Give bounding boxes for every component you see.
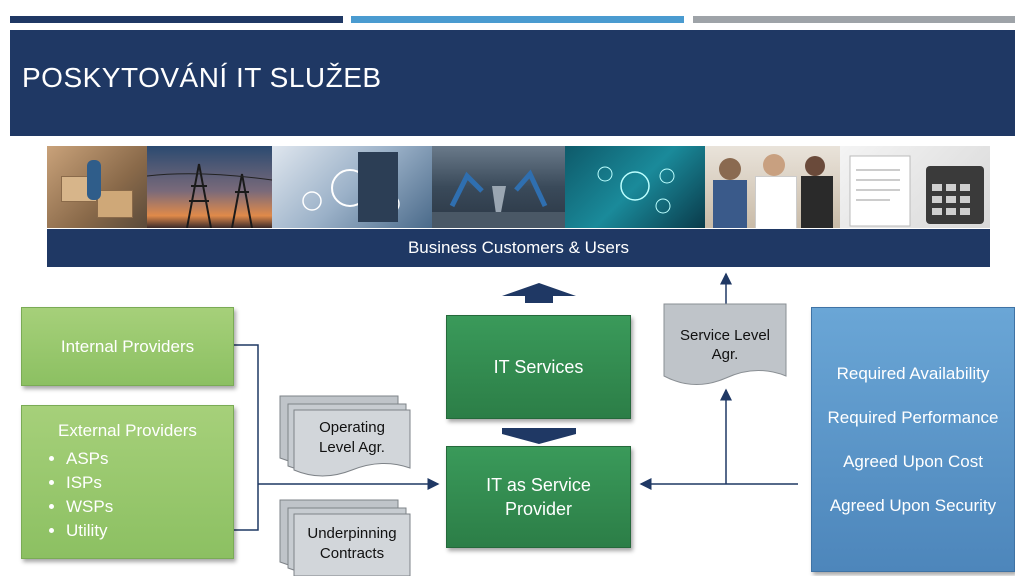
- uc-line-2: Contracts: [319, 545, 385, 562]
- external-provider-item: WSPs: [66, 495, 233, 519]
- uc-document-label: Underpinning Contracts: [294, 524, 410, 564]
- it-services-label: IT Services: [493, 356, 584, 377]
- photo-power-lines: [147, 146, 272, 228]
- sla-line-2: Agr.: [711, 346, 739, 363]
- ola-line-2: Level Agr.: [319, 439, 385, 456]
- uc-document-stack: [279, 499, 411, 576]
- external-providers-title: External Providers: [58, 421, 197, 440]
- requirements-box: Required Availability Required Performan…: [811, 307, 1015, 572]
- photo-consulting: [272, 146, 432, 228]
- page-title: POSKYTOVÁNÍ IT SLUŽEB: [22, 62, 382, 93]
- requirement-performance: Required Performance: [827, 407, 999, 427]
- it-service-provider-line-1: IT as Service: [486, 475, 591, 495]
- photo-calculator-documents: [840, 146, 990, 228]
- photo-strip: [47, 146, 990, 228]
- internal-providers-label: Internal Providers: [60, 336, 195, 356]
- photo-business-team: [705, 146, 840, 228]
- external-provider-item: Utility: [66, 519, 233, 543]
- internal-providers-box: Internal Providers: [21, 307, 234, 386]
- photo-digital-network: [565, 146, 705, 228]
- it-service-provider-line-2: Provider: [504, 499, 573, 519]
- ola-line-1: Operating: [319, 419, 385, 436]
- accent-bar-blue: [351, 16, 684, 23]
- ola-document-label: Operating Level Agr.: [294, 418, 410, 458]
- provider-bracket: [234, 344, 259, 531]
- accent-bar-navy: [10, 16, 343, 23]
- provider-to-services-arrow: [502, 428, 576, 444]
- services-up-arrow: [502, 283, 576, 303]
- sla-document-label: Service Level Agr.: [664, 326, 786, 364]
- photo-robot-factory: [432, 146, 565, 228]
- requirement-security: Agreed Upon Security: [829, 495, 997, 515]
- business-customers-banner: Business Customers & Users: [47, 229, 990, 267]
- requirement-cost: Agreed Upon Cost: [843, 451, 983, 471]
- external-providers-list: ASPs ISPs WSPs Utility: [22, 447, 233, 543]
- uc-line-1: Underpinning: [307, 525, 397, 542]
- external-provider-item: ISPs: [66, 471, 233, 495]
- photo-delivery-boxes: [47, 146, 147, 228]
- sla-document: [663, 303, 787, 386]
- accent-bar-gray: [693, 16, 1015, 23]
- external-providers-box: External Providers ASPs ISPs WSPs Utilit…: [21, 405, 234, 559]
- sla-line-1: Service Level: [679, 327, 771, 344]
- requirement-availability: Required Availability: [836, 363, 990, 383]
- ola-document-stack: [279, 395, 411, 477]
- it-service-provider-box: IT as Service Provider: [446, 446, 631, 548]
- title-header: [10, 30, 1015, 136]
- it-services-box: IT Services: [446, 315, 631, 419]
- external-provider-item: ASPs: [66, 447, 233, 471]
